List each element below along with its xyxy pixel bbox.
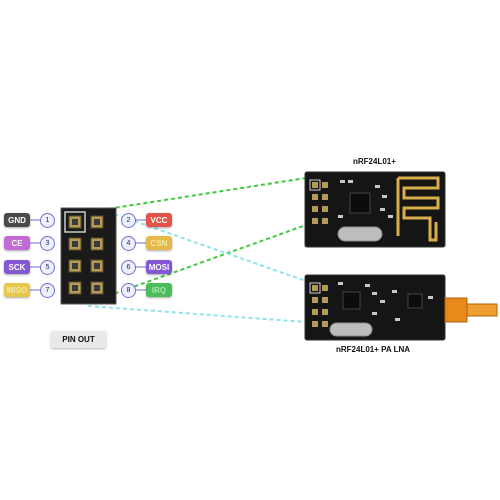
pin-tag-gnd: GND: [4, 213, 30, 227]
connector-lines-pa-lna: [87, 211, 307, 323]
pin-tag-ce: CE: [4, 236, 30, 250]
nrf24l01-pa-lna-board: [304, 274, 498, 341]
pin-header: [60, 207, 117, 305]
pin-tag-miso: MISO: [4, 283, 30, 297]
pin-number-5: 5: [40, 260, 55, 275]
module-title-nrf24l01-pa-lna: nRF24L01+ PA LNA: [336, 345, 411, 354]
pinout-label: PIN OUT: [51, 331, 106, 348]
pin-number-1: 1: [40, 213, 55, 228]
pin-tag-irq: IRQ: [146, 283, 172, 297]
pin-tag-sck: SCK: [4, 260, 30, 274]
connector-lines-basic: [87, 177, 307, 297]
pin-number-8: 8: [121, 283, 136, 298]
module-title-nrf24l01: nRF24L01+: [353, 157, 396, 166]
nrf24l01-board: [304, 171, 446, 248]
pin-tag-csn: CSN: [146, 236, 172, 250]
pin-number-2: 2: [121, 213, 136, 228]
pin-number-4: 4: [121, 236, 136, 251]
pin-tag-vcc: VCC: [146, 213, 172, 227]
pin-number-7: 7: [40, 283, 55, 298]
pin-number-3: 3: [40, 236, 55, 251]
pin-tag-mosi: MOSI: [146, 260, 172, 274]
pin-number-6: 6: [121, 260, 136, 275]
